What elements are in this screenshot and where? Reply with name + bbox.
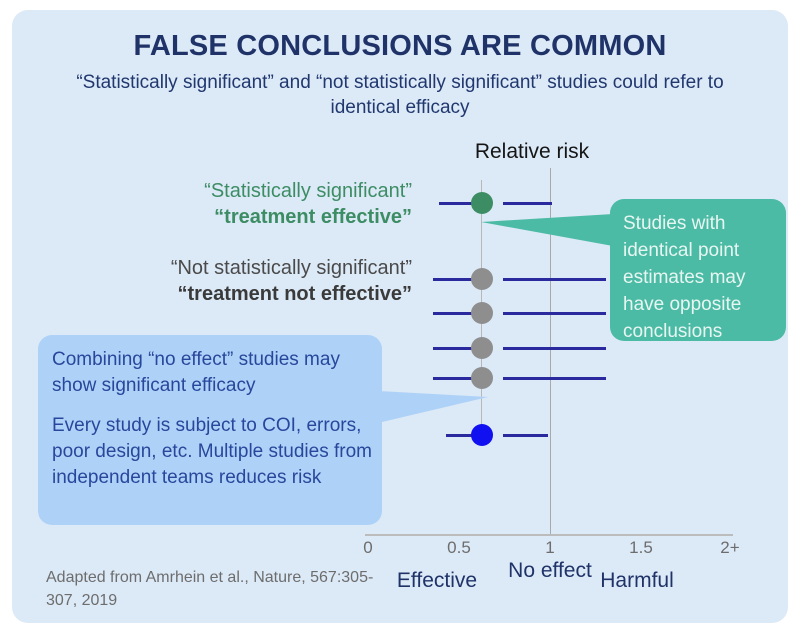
confidence-interval-bar (503, 347, 606, 350)
point-estimate-marker (471, 367, 493, 389)
point-estimate-marker (471, 337, 493, 359)
confidence-interval-bar (446, 434, 481, 437)
group-label-significant-line1: “Statistically significant” (204, 180, 412, 202)
study-row-nonsignificant (12, 268, 788, 290)
x-axis-line (365, 534, 733, 536)
page-subtitle: “Statistically significant” and “not sta… (76, 72, 724, 118)
study-row-nonsignificant (12, 302, 788, 324)
callout-green: Studies with identical point estimates m… (610, 199, 786, 342)
study-row-nonsignificant (12, 367, 788, 389)
callout-green-text: Studies with identical point estimates m… (623, 213, 746, 342)
zone-label-harmful: Harmful (600, 569, 674, 592)
point-estimate-marker (471, 424, 493, 446)
forest-plot: Relative risk (12, 10, 788, 623)
confidence-interval-bar (433, 377, 481, 380)
confidence-interval-bar (433, 278, 481, 281)
group-label-significant: “Statistically significant” “treatment e… (52, 178, 412, 230)
x-tick-0.5: 0.5 (447, 538, 471, 557)
study-row-combined (12, 424, 788, 446)
confidence-interval-bar (433, 347, 481, 350)
zone-label-effective: Effective (396, 569, 478, 592)
confidence-interval-bar (503, 278, 606, 281)
point-estimate-marker (471, 192, 493, 214)
callout-blue-text-1: Combining “no effect” studies may show s… (52, 349, 340, 396)
study-row-significant (12, 192, 788, 214)
x-tick-2: 2+ (720, 538, 740, 557)
infographic-panel: FALSE CONCLUSIONS ARE COMMON “Statistica… (12, 10, 788, 623)
confidence-interval-bar (503, 312, 606, 315)
callout-blue-text-2: Every study is subject to COI, errors, p… (52, 415, 372, 488)
confidence-interval-bar (503, 202, 552, 205)
confidence-interval-bar (503, 377, 606, 380)
group-label-not-significant: “Not statistically significant” “treatme… (52, 255, 412, 307)
no-effect-reference-line (550, 168, 551, 534)
confidence-interval-bar (503, 434, 548, 437)
group-label-not-significant-line2: “treatment not effective” (177, 283, 413, 305)
group-label-not-significant-line1: “Not statistically significant” (170, 257, 412, 279)
x-tick-1.5: 1.5 (629, 538, 653, 557)
group-label-significant-line2: “treatment effective” (214, 206, 412, 228)
page-title: FALSE CONCLUSIONS ARE COMMON (133, 30, 667, 62)
zone-label-no-effect: No effect (508, 559, 592, 582)
callout-blue: Combining “no effect” studies may show s… (38, 335, 382, 525)
source-attribution: Adapted from Amrhein et al., Nature, 567… (46, 569, 374, 609)
confidence-interval-bar (439, 202, 481, 205)
point-estimate-marker (471, 302, 493, 324)
point-estimate-marker (471, 268, 493, 290)
study-row-nonsignificant (12, 337, 788, 359)
axis-title: Relative risk (474, 140, 590, 163)
callout-blue-tail (378, 391, 488, 423)
callout-green-tail (481, 214, 613, 246)
x-tick-0: 0 (363, 538, 373, 557)
callout-blue-spacer (52, 399, 382, 413)
confidence-interval-bar (433, 312, 481, 315)
x-tick-1: 1 (545, 538, 555, 557)
